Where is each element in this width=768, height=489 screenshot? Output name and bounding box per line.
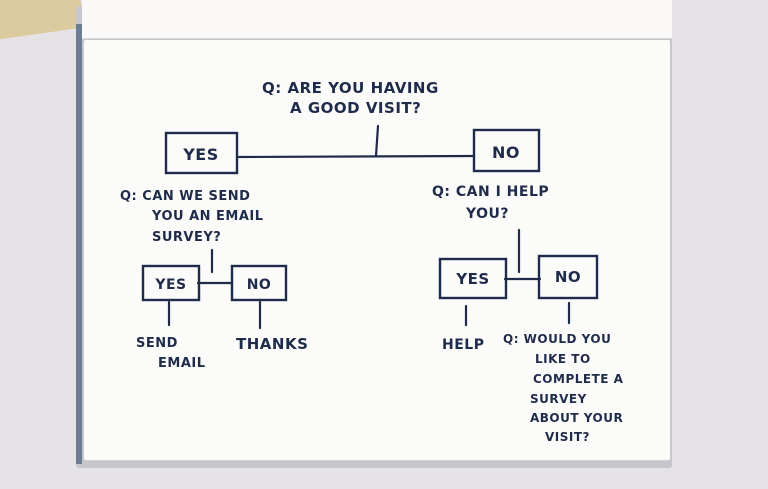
notebook-upper-page xyxy=(82,0,672,39)
notebook-page xyxy=(84,40,670,460)
left-yes-label: YES xyxy=(154,277,186,293)
help-outcome: HELP xyxy=(442,337,484,353)
left-no-label: NO xyxy=(247,277,272,293)
root-question: Q: ARE YOU HAVING A GOOD VISIT? xyxy=(262,79,445,117)
yes-label: YES xyxy=(182,145,219,164)
no-label: NO xyxy=(492,143,520,162)
right-yes-box xyxy=(438,257,508,300)
left-no-box xyxy=(230,264,288,302)
survey-question-outcome: Q: WOULD YOU LIKE TO COMPLETE A SURVEY A… xyxy=(503,332,628,444)
send-email-outcome: SEND EMAIL xyxy=(136,336,206,371)
right-yes-label: YES xyxy=(455,270,489,288)
notebook-spine xyxy=(76,24,82,464)
root-connector xyxy=(374,124,380,158)
thanks-outcome: THANKS xyxy=(236,335,308,353)
right-no-label: NO xyxy=(555,268,581,286)
yes-branch-question: Q: CAN WE SEND YOU AN EMAIL SURVEY? xyxy=(120,189,269,245)
no-box xyxy=(472,128,541,173)
no-branch-question: Q: CAN I HELP YOU? xyxy=(432,184,555,222)
right-no-box xyxy=(537,254,599,300)
main-branch-line xyxy=(237,154,476,159)
yes-box xyxy=(164,131,239,175)
left-yes-box xyxy=(141,264,201,302)
